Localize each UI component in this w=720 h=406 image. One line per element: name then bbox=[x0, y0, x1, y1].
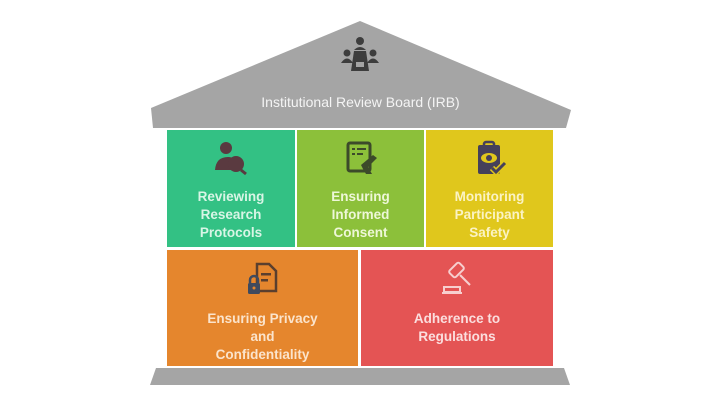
roof bbox=[151, 21, 571, 128]
base bbox=[150, 368, 570, 385]
pillar-label: Reviewing Research Protocols bbox=[197, 189, 265, 240]
pillar-label: Adherence to Regulations bbox=[413, 311, 501, 344]
pillar-ensuring-informed-consent: Ensuring Informed Consent bbox=[297, 130, 424, 247]
pillar-label: Ensuring Informed Consent bbox=[331, 189, 390, 240]
pillar-monitoring-participant-safety: Monitoring Participant Safety bbox=[426, 130, 553, 247]
pillar-adherence-to-regulations: Adherence to Regulations bbox=[361, 250, 553, 366]
gavel-icon bbox=[442, 261, 471, 294]
roof-title: Institutional Review Board (IRB) bbox=[261, 94, 460, 110]
person-search-icon bbox=[215, 142, 247, 176]
pillar-label: Monitoring Participant Safety bbox=[454, 189, 525, 240]
clipboard-eye-check-icon bbox=[477, 140, 507, 176]
document-lock-icon bbox=[247, 262, 277, 294]
pillar-reviewing-research-protocols: Reviewing Research Protocols bbox=[167, 130, 295, 247]
meeting-people-icon bbox=[341, 37, 379, 71]
signed-document-icon bbox=[346, 141, 377, 174]
pillar-ensuring-privacy-confidentiality: Ensuring Privacy and Confidentiality bbox=[167, 250, 358, 366]
pillar-label: Ensuring Privacy and Confidentiality bbox=[207, 311, 318, 362]
